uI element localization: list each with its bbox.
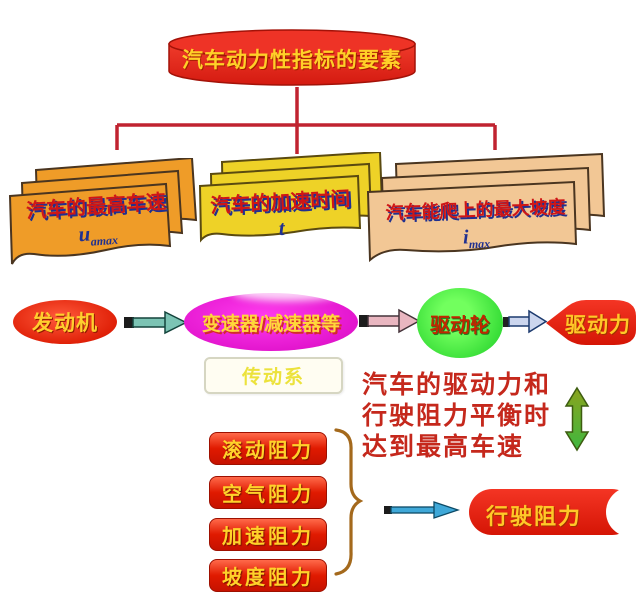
node-drive-wheel: 驱动轮: [417, 288, 503, 358]
banner-accel-time-cards: [198, 152, 384, 243]
balance-note-line2: 行驶阻力平衡时: [362, 402, 552, 430]
banner-max-speed-cards: [8, 158, 198, 265]
resistance-box-acceleration: 加速阻力: [209, 518, 327, 551]
resistance-box-rolling: 滚动阻力: [209, 432, 327, 465]
balance-note: 汽车的驱动力和 行驶阻力平衡时 达到最高车速: [362, 370, 551, 463]
banner-accel-time: 汽车的加速时间 t: [203, 182, 360, 248]
erased-watermark-smudge: [232, 283, 344, 301]
node-transmission: 变速器/减速器等: [184, 293, 358, 351]
flow-arrow-1-icon: [124, 310, 188, 335]
balance-arrow-icon: [564, 386, 590, 452]
transmission-system-box: 传动系: [204, 357, 343, 394]
brace-icon: [334, 428, 364, 576]
resistance-box-grade: 坡度阻力: [209, 559, 327, 592]
banner-max-speed: 汽车的最高车速 uamax: [14, 184, 180, 254]
resistance-arrow-icon: [384, 501, 460, 519]
node-driving-force: 驱动力: [565, 314, 631, 337]
total-resistance-shape: [469, 487, 638, 537]
connector-bracket: [115, 87, 497, 154]
page-title: 汽车动力性指标的要素: [182, 49, 402, 72]
node-engine: 发动机: [13, 300, 117, 344]
total-resistance-label: 行驶阻力: [485, 504, 582, 529]
flow-arrow-3-icon: [503, 309, 548, 334]
balance-note-line3: 达到最高车速: [362, 433, 525, 461]
node-driving-force-shape: [546, 300, 636, 345]
banner-max-grade-label: 汽车能爬上的最大坡度: [385, 196, 566, 224]
flow-arrow-2-icon: [359, 308, 421, 334]
balance-note-line1: 汽车的驱动力和: [362, 371, 552, 399]
banner-max-grade: 汽车能爬上的最大坡度 imax: [377, 193, 575, 256]
title-cylinder-shape: [168, 29, 416, 86]
resistance-box-air: 空气阻力: [209, 476, 327, 509]
banner-max-grade-cards: [366, 152, 606, 263]
